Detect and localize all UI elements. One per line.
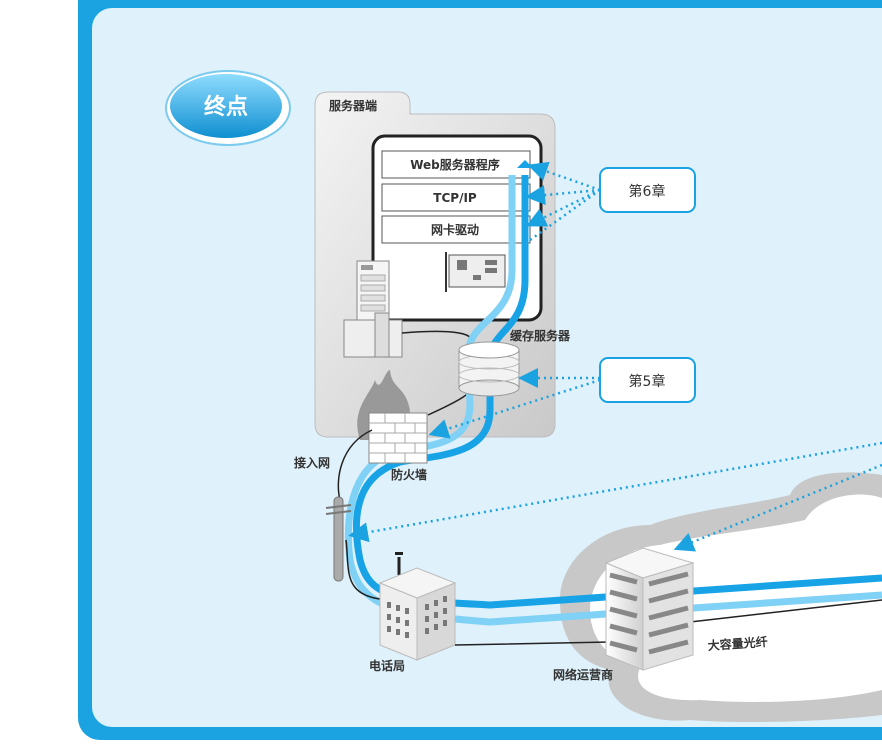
- server-side-title: 服务器端: [329, 98, 377, 113]
- cache-server-label: 缓存服务器: [510, 328, 571, 343]
- layer-tcpip-label: TCP/IP: [433, 191, 477, 205]
- badge-label: 终点: [204, 94, 248, 120]
- layer-tcpip: [381, 183, 531, 212]
- fiber-label: 大容量光纤: [707, 634, 768, 653]
- protocol-layers: Web服务器程序 TCP/IP 网卡驱动: [381, 150, 531, 244]
- access-network-label: 接入网: [294, 455, 330, 470]
- offscreen-pointers: [348, 441, 882, 552]
- layer-web-server-label: Web服务器程序: [410, 157, 500, 172]
- chapter-6-label[interactable]: 第6章: [629, 183, 666, 200]
- server-tower-icon: [343, 260, 403, 358]
- phone-office-building-icon: [378, 552, 457, 661]
- isp-building-icon: [604, 547, 695, 671]
- chapter-5-pointers: [428, 368, 601, 439]
- chapter-5-callout[interactable]: 第5章: [599, 357, 696, 403]
- utility-pole-icon: [325, 496, 352, 582]
- chapter-6-callout[interactable]: 第6章: [599, 167, 696, 213]
- nic-card-icon: [445, 252, 506, 292]
- firewall-label: 防火墙: [391, 467, 427, 482]
- cache-server-icon: [458, 341, 520, 397]
- isp-label: 网络运营商: [553, 667, 613, 682]
- fiber-cable: [454, 599, 882, 646]
- phone-office-label: 电话局: [369, 658, 405, 673]
- firewall-icon: [357, 370, 428, 464]
- layer-nic-driver: [381, 215, 531, 244]
- destination-badge: 终点: [165, 70, 291, 146]
- layer-nic-driver-label: 网卡驱动: [431, 222, 479, 237]
- chapter-6-pointers: [525, 161, 601, 242]
- chapter-5-label[interactable]: 第5章: [629, 373, 666, 390]
- layer-web-server: [381, 150, 531, 179]
